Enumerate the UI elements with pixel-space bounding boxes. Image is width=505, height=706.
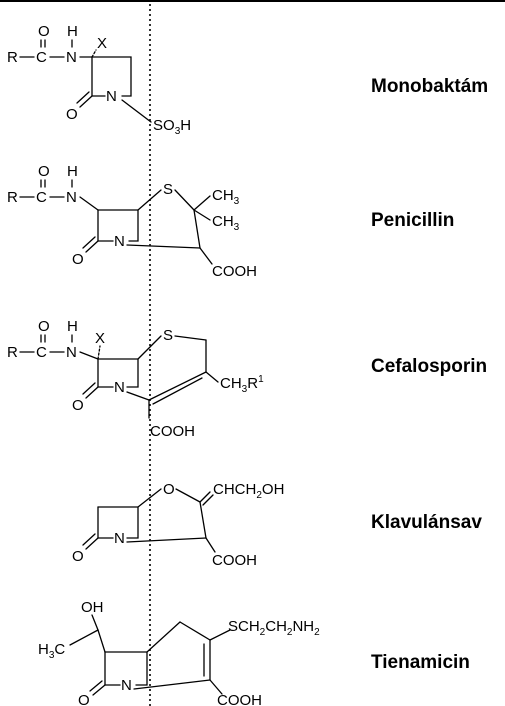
structure-cephalosporin: R C O N H X N O S CH3R1 COOH [7,318,264,440]
group-COOH: COOH [212,552,257,569]
atom-H: H [67,318,78,335]
atom-O: O [72,548,84,565]
group-COOH: COOH [212,263,257,280]
atom-N: N [114,530,125,547]
atom-N: N [106,88,117,105]
structure-clavulanic-acid: N O O CHCH2OH COOH [72,481,284,569]
group-COOH: COOH [150,423,195,440]
structure-monobactam: R C O N H X N O SO3H [7,23,191,137]
atom-N: N [66,344,77,361]
atom-S: S [163,181,173,198]
group-OH: OH [81,599,104,616]
label-monobactam: Monobaktám [371,76,488,97]
label-cephalosporin: Cefalosporin [371,356,487,377]
group-CH3: CH3 [212,187,240,207]
atom-X: X [95,330,105,347]
atom-O: O [78,692,90,706]
label-penicillin: Penicillin [371,210,454,231]
atom-C: C [36,344,47,361]
atom-O: O [66,106,78,123]
atom-R: R [7,189,18,206]
group-COOH: COOH [217,692,262,706]
atom-H: H [67,163,78,180]
atom-N: N [114,233,125,250]
atom-N: N [121,677,132,694]
atom-O: O [163,481,175,498]
atom-R: R [7,344,18,361]
group-SO3H: SO3H [153,117,191,137]
atom-C: C [36,49,47,66]
atom-O: O [38,318,50,335]
group-H3C: H3C [38,641,65,661]
atom-O: O [72,397,84,414]
atom-S: S [163,327,173,344]
atom-O: O [72,251,84,268]
structure-penicillin: R C O N H N O S CH3 CH3 COOH [7,163,257,280]
label-clavulanic-acid: Klavulánsav [371,512,482,533]
group-CH3R1: CH3R1 [220,374,264,395]
atom-N: N [66,189,77,206]
atom-O: O [38,163,50,180]
atom-N: N [66,49,77,66]
atom-R: R [7,49,18,66]
atom-C: C [36,189,47,206]
atom-H: H [67,23,78,40]
group-SCH2CH2NH2: SCH2CH2NH2 [228,618,320,638]
group-CHCH2OH: CHCH2OH [213,481,284,501]
atom-N: N [114,379,125,396]
atom-X: X [97,35,107,52]
structure-thienamycin: OH H3C N O SCH2CH2NH2 COOH [38,599,320,706]
atom-O: O [38,23,50,40]
label-thienamycin: Tienamicin [371,652,470,673]
group-CH3: CH3 [212,213,240,233]
